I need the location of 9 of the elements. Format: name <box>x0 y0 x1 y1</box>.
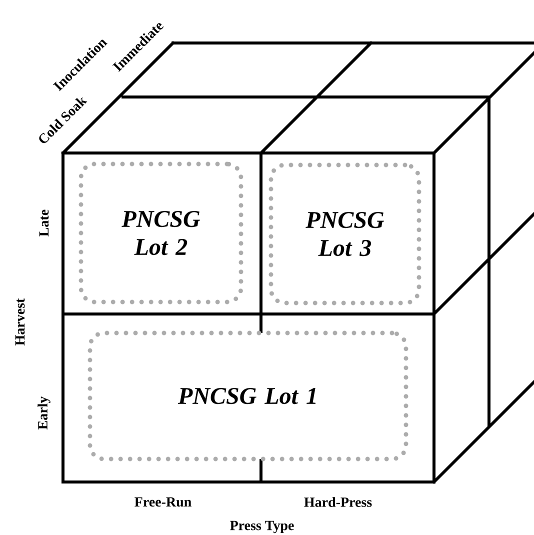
dotted-lot-box: PNCSG Lot 1 <box>88 330 408 462</box>
axis-label: Early <box>38 396 50 430</box>
axis-label: Harvest <box>15 298 25 346</box>
axis-label: Hard-Press <box>304 497 372 507</box>
dotted-lot-box: PNCSG Lot 2 <box>78 162 244 304</box>
axis-label: Press Type <box>230 520 294 534</box>
axis-label: Late <box>39 210 49 236</box>
dotted-lot-box: PNCSG Lot 3 <box>268 162 422 306</box>
axis-label: Free-Run <box>134 497 192 507</box>
